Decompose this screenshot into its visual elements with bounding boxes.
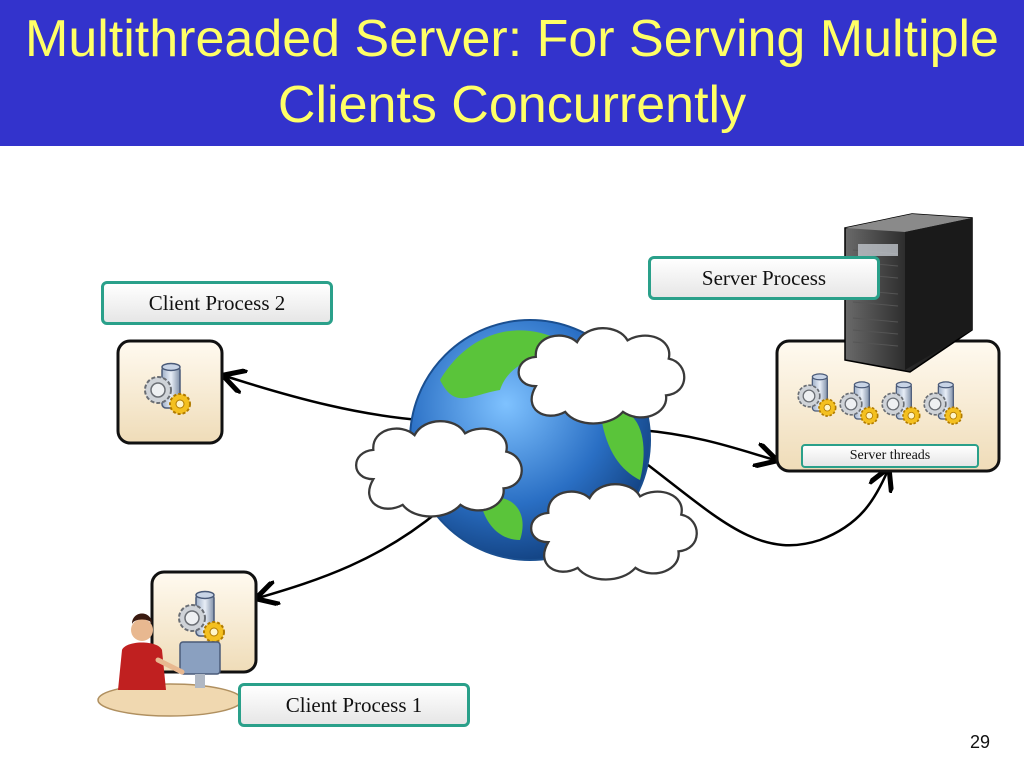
client-process-1-label: Client Process 1 xyxy=(238,683,470,727)
slide-title: Multithreaded Server: For Serving Multip… xyxy=(25,10,999,134)
cloud-icon xyxy=(354,419,524,518)
arrow-to-client-1 xyxy=(258,509,441,598)
arrow-to-client-2 xyxy=(225,376,421,422)
cloud-icon xyxy=(529,482,699,581)
server-process-label: Server Process xyxy=(648,256,880,300)
cloud-icon xyxy=(517,326,686,425)
client-process-2-box xyxy=(116,339,224,445)
arrow-to-server-threads-1 xyxy=(639,428,775,460)
user-at-computer-icon xyxy=(97,613,243,717)
arrow-to-server-threads-2 xyxy=(647,465,888,547)
server-threads-label: Server threads xyxy=(801,444,979,468)
server-tower-icon xyxy=(844,213,973,373)
page-number: 29 xyxy=(969,732,990,752)
title-bar xyxy=(0,0,1024,146)
client-process-2-label: Client Process 2 xyxy=(101,281,333,325)
